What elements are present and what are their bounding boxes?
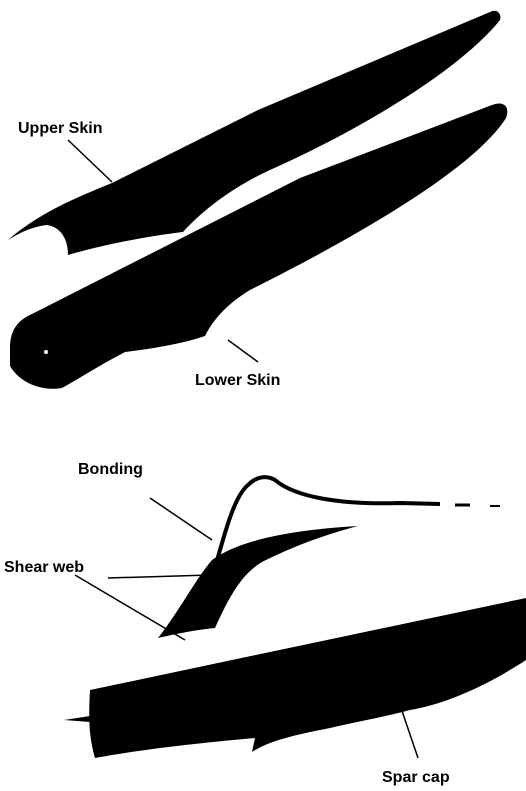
bonding-leader xyxy=(150,498,212,540)
spar-cap-part xyxy=(64,598,526,758)
upper-skin-label: Upper Skin xyxy=(18,120,102,137)
lower-skin-highlight xyxy=(44,350,48,354)
spar-cap-leader xyxy=(400,705,418,758)
upper-skin-leader xyxy=(68,140,112,182)
lower-skin-leader xyxy=(228,340,258,362)
bonding-part xyxy=(210,477,500,585)
spar-cap-tip xyxy=(64,716,90,722)
shear-web-leader-horizontal xyxy=(108,575,210,578)
lower-skin-label: Lower Skin xyxy=(195,372,280,389)
bonding-label: Bonding xyxy=(78,461,143,478)
shear-web-leader-diagonal xyxy=(75,575,185,640)
shear-web-label: Shear web xyxy=(4,559,84,576)
shear-web-part xyxy=(158,526,358,638)
spar-cap-label: Spar cap xyxy=(382,769,450,786)
